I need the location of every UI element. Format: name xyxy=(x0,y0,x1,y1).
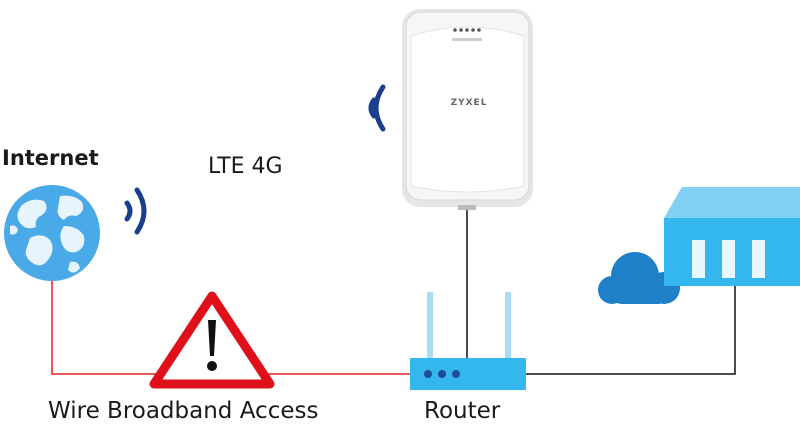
lte-label: LTE 4G xyxy=(208,154,283,179)
warning-triangle-icon xyxy=(149,291,275,389)
router-to-building-cable xyxy=(526,285,736,375)
signal-waves-icon xyxy=(124,187,147,235)
globe-icon xyxy=(4,185,100,281)
router-label: Router xyxy=(424,398,501,424)
device-brand-label: ZYXEL xyxy=(450,98,488,108)
internet-label: Internet xyxy=(2,146,99,170)
wire-broadband-label: Wire Broadband Access xyxy=(48,398,319,424)
wired-connection xyxy=(51,280,410,375)
office-building-icon xyxy=(664,187,800,286)
outdoor-lte-router-icon xyxy=(402,9,533,210)
signal-waves-icon xyxy=(368,84,386,132)
router-icon xyxy=(410,292,526,390)
